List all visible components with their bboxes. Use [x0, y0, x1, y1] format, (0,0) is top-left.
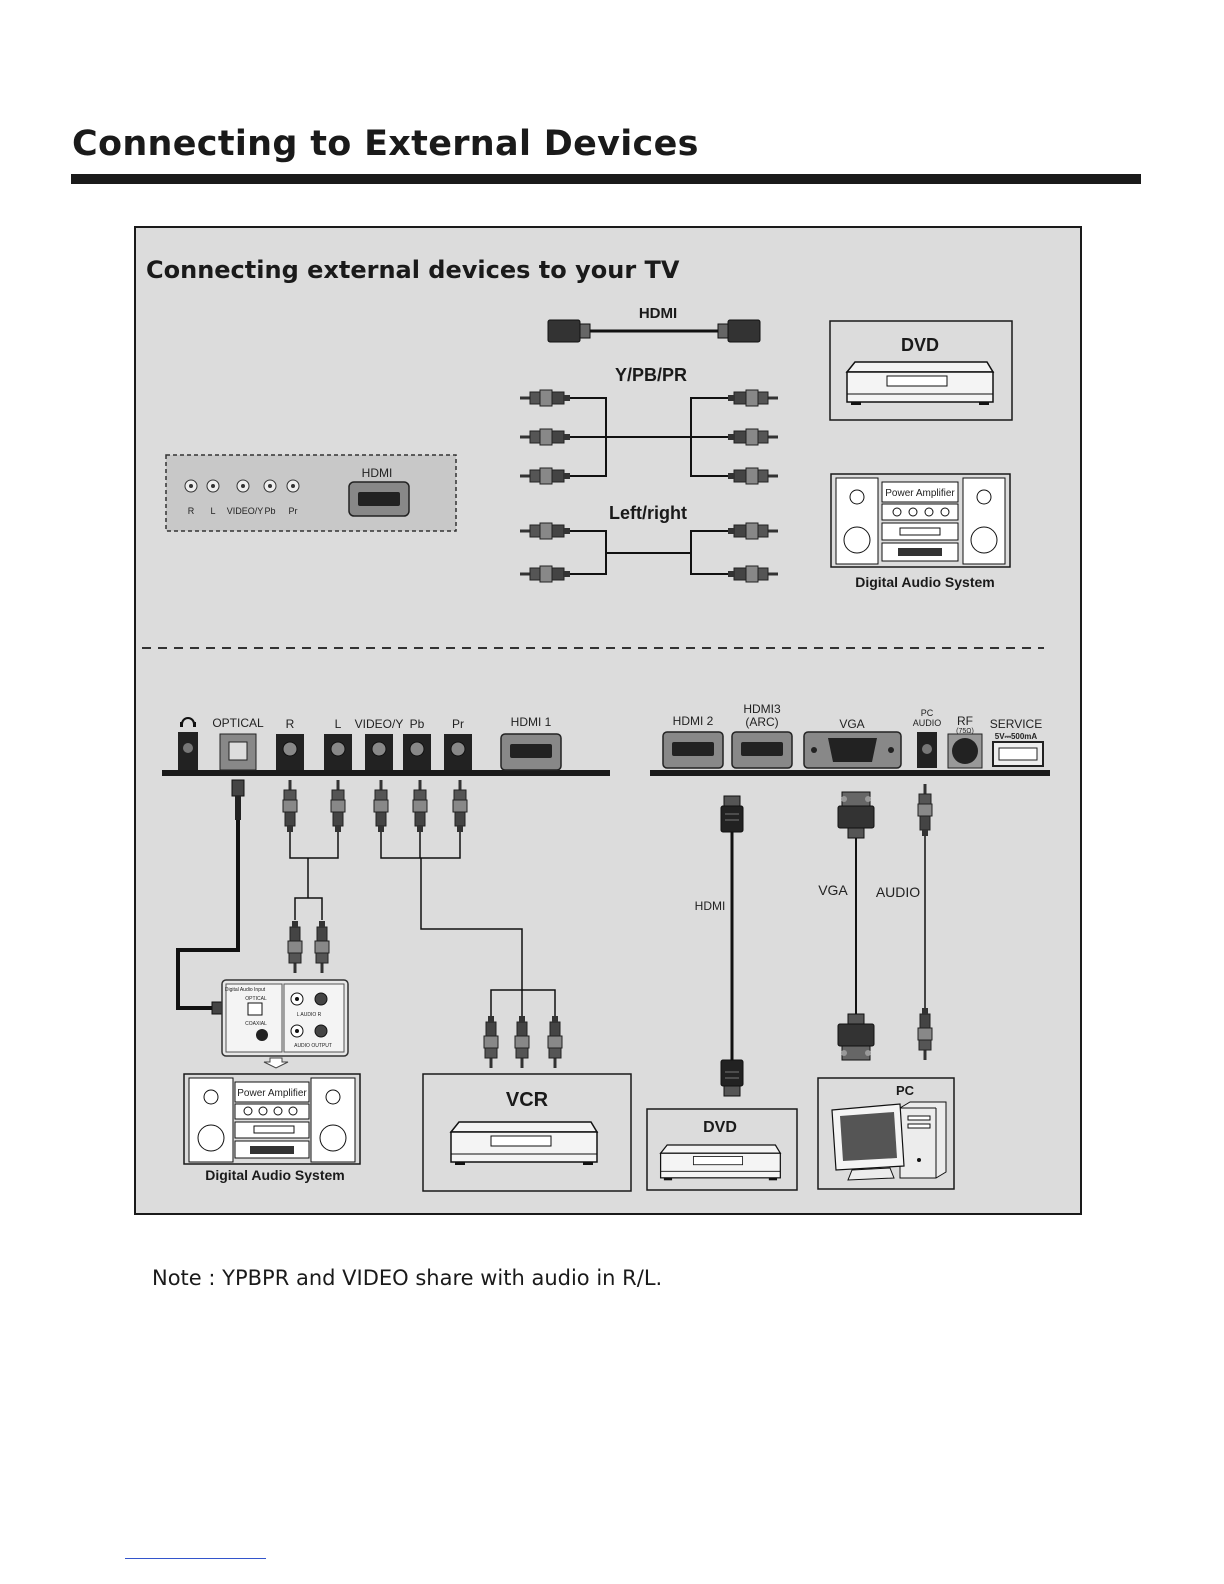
rear-optical-label: OPTICAL: [212, 716, 264, 730]
rear-pr-label: Pr: [452, 717, 464, 731]
vga-cable: [837, 791, 875, 1061]
hdmi-cable-top: [547, 319, 761, 343]
page-title: Connecting to External Devices: [72, 124, 699, 164]
das-bottom-amp-label: Power Amplifier: [237, 1088, 307, 1099]
rear-service-label: SERVICE: [990, 717, 1042, 731]
page-note: Note : YPBPR and VIDEO share with audio …: [152, 1266, 663, 1290]
rear-vga-label: VGA: [839, 717, 864, 731]
left-right-cable-label: Left/right: [609, 503, 687, 523]
side-panel-pb-label: Pb: [264, 506, 275, 516]
diagram-heading: Connecting external devices to your TV: [146, 256, 680, 284]
audio-cable-label: AUDIO: [876, 884, 920, 900]
rear-l-label: L: [335, 717, 342, 731]
receiver-audio-output: AUDIO OUTPUT: [294, 1043, 332, 1049]
hdmi-vertical-label: HDMI: [695, 899, 726, 913]
dvd-bottom-label: DVD: [703, 1119, 737, 1136]
side-panel-video-label: VIDEO/Y: [227, 506, 264, 516]
pc-label: PC: [896, 1083, 915, 1098]
side-input-panel: [165, 454, 457, 532]
ypbpr-cable: [519, 389, 779, 485]
dvd-bottom-device: [646, 1108, 798, 1191]
rear-r-label: R: [286, 717, 295, 731]
side-panel-r-label: R: [188, 506, 195, 516]
side-panel-pr-label: Pr: [289, 506, 298, 516]
das-top-amp-label: Power Amplifier: [885, 488, 955, 499]
rear-hdmi2-label: HDMI 2: [673, 714, 714, 728]
footer-line: [125, 1558, 266, 1559]
dvd-top-label: DVD: [901, 335, 939, 355]
side-panel-l-label: L: [210, 506, 215, 516]
rear-rf-label: RF: [957, 714, 973, 728]
rear-panel-left: [162, 717, 610, 776]
pc-device: [817, 1077, 955, 1190]
side-panel-hdmi-label: HDMI: [362, 466, 393, 480]
pc-audio-cable: [917, 783, 933, 1061]
hdmi-cable-label: HDMI: [639, 305, 677, 322]
das-bottom-label: Digital Audio System: [205, 1167, 345, 1183]
receiver-coaxial: COAXIAL: [245, 1021, 267, 1027]
das-top-label: Digital Audio System: [855, 574, 995, 590]
receiver-optical: OPTICAL: [245, 996, 267, 1002]
rear-service-sublabel: 5V⎓500mA: [995, 732, 1038, 741]
rear-hdmi3-label-2: (ARC): [745, 715, 778, 729]
rear-pc-audio-label-2: AUDIO: [913, 718, 942, 728]
receiver-title: Digital Audio Input: [225, 987, 266, 993]
title-rule: [71, 174, 1141, 184]
rear-hdmi1-label: HDMI 1: [511, 715, 552, 729]
rear-pb-label: Pb: [410, 717, 425, 731]
rear-panel-right: [650, 731, 1050, 776]
rear-hdmi3-label-1: HDMI3: [743, 702, 781, 716]
audio-rl-cable: [282, 779, 346, 974]
das-bottom-device: [183, 1073, 361, 1165]
vcr-label: VCR: [506, 1089, 549, 1111]
ypbpr-cable-label: Y/PB/PR: [615, 365, 687, 385]
component-cable: [373, 779, 563, 1069]
rear-video-label: VIDEO/Y: [355, 717, 404, 731]
das-top-device: [830, 473, 1011, 568]
dvd-top-device: [829, 320, 1013, 421]
receiver-audio-lr: L AUDIO R: [297, 1012, 322, 1018]
rear-rf-sublabel: (75Ω): [956, 728, 974, 735]
vga-cable-label: VGA: [818, 882, 848, 898]
rear-pc-audio-label-1: PC: [921, 708, 934, 718]
receiver-panel: [221, 979, 349, 1069]
vcr-device: [422, 1073, 632, 1192]
left-right-cable: [519, 522, 779, 583]
hdmi-cable-vertical: [720, 795, 744, 1097]
